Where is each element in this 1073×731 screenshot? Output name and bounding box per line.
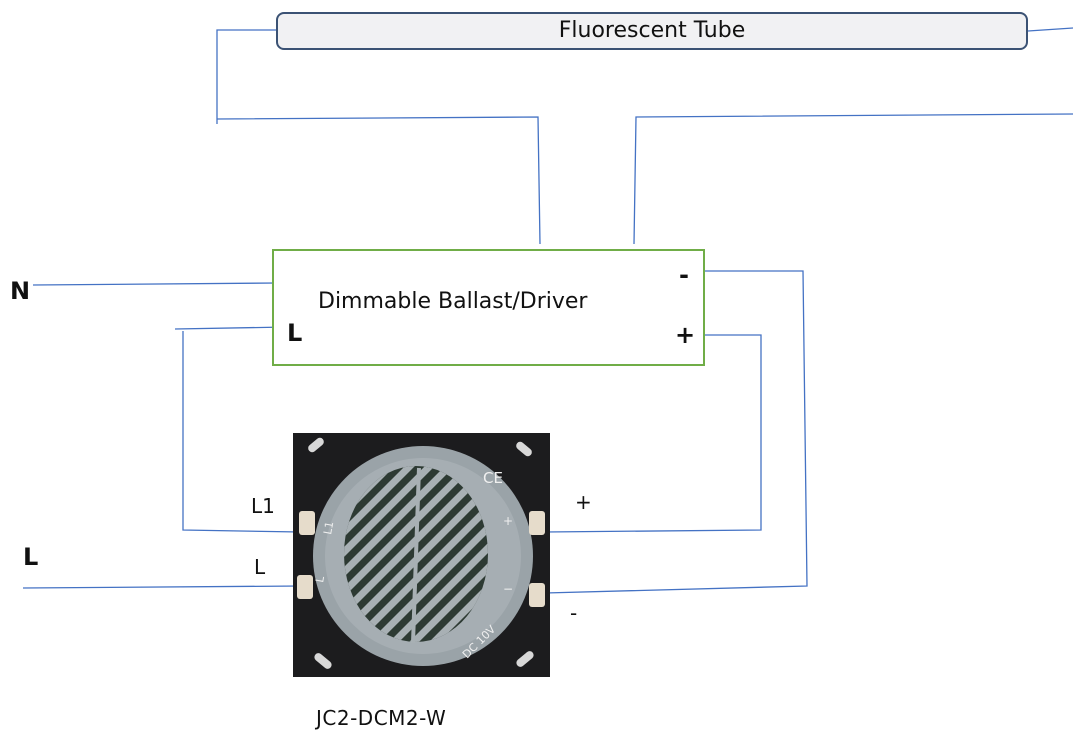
tube-right-wire-top bbox=[1027, 27, 1073, 32]
tube-left-wire-top bbox=[216, 29, 277, 124]
ballast-minus-terminal: - bbox=[679, 261, 689, 289]
face-l-mark: L bbox=[313, 574, 327, 583]
ballast-l-terminal: L bbox=[287, 319, 303, 347]
neutral-label: N bbox=[10, 277, 31, 305]
ballast-l-wire bbox=[174, 326, 288, 330]
dimmer-module-image: L1 L + − CE DC 10V bbox=[293, 433, 550, 677]
device-l1-label: L1 bbox=[251, 494, 275, 518]
ballast-l-to-l1-wire bbox=[182, 331, 301, 533]
line-label: L bbox=[23, 543, 39, 571]
fluorescent-tube: Fluorescent Tube bbox=[276, 12, 1028, 50]
device-l-label: L bbox=[254, 555, 266, 579]
ballast-title: Dimmable Ballast/Driver bbox=[318, 289, 588, 314]
device-minus-label: - bbox=[570, 601, 578, 625]
dimmable-ballast: Dimmable Ballast/Driver L - + bbox=[272, 249, 705, 366]
fluorescent-tube-label: Fluorescent Tube bbox=[558, 18, 746, 43]
device-plus-label: + bbox=[575, 490, 592, 514]
supply-l-wire bbox=[22, 585, 302, 589]
device-model-label: JC2-DCM2-W bbox=[316, 706, 447, 730]
ballast-minus-wire bbox=[544, 270, 808, 594]
face-ce-mark: CE bbox=[483, 469, 503, 487]
face-minus-mark: − bbox=[503, 582, 513, 596]
tube-right-wire-bottom bbox=[633, 113, 1073, 245]
neutral-wire bbox=[32, 282, 278, 286]
tube-left-wire-bottom bbox=[216, 116, 541, 245]
face-plus-mark: + bbox=[503, 514, 513, 528]
ballast-plus-wire bbox=[544, 334, 762, 533]
face-l1-mark: L1 bbox=[321, 520, 336, 535]
ballast-plus-terminal: + bbox=[675, 321, 696, 349]
